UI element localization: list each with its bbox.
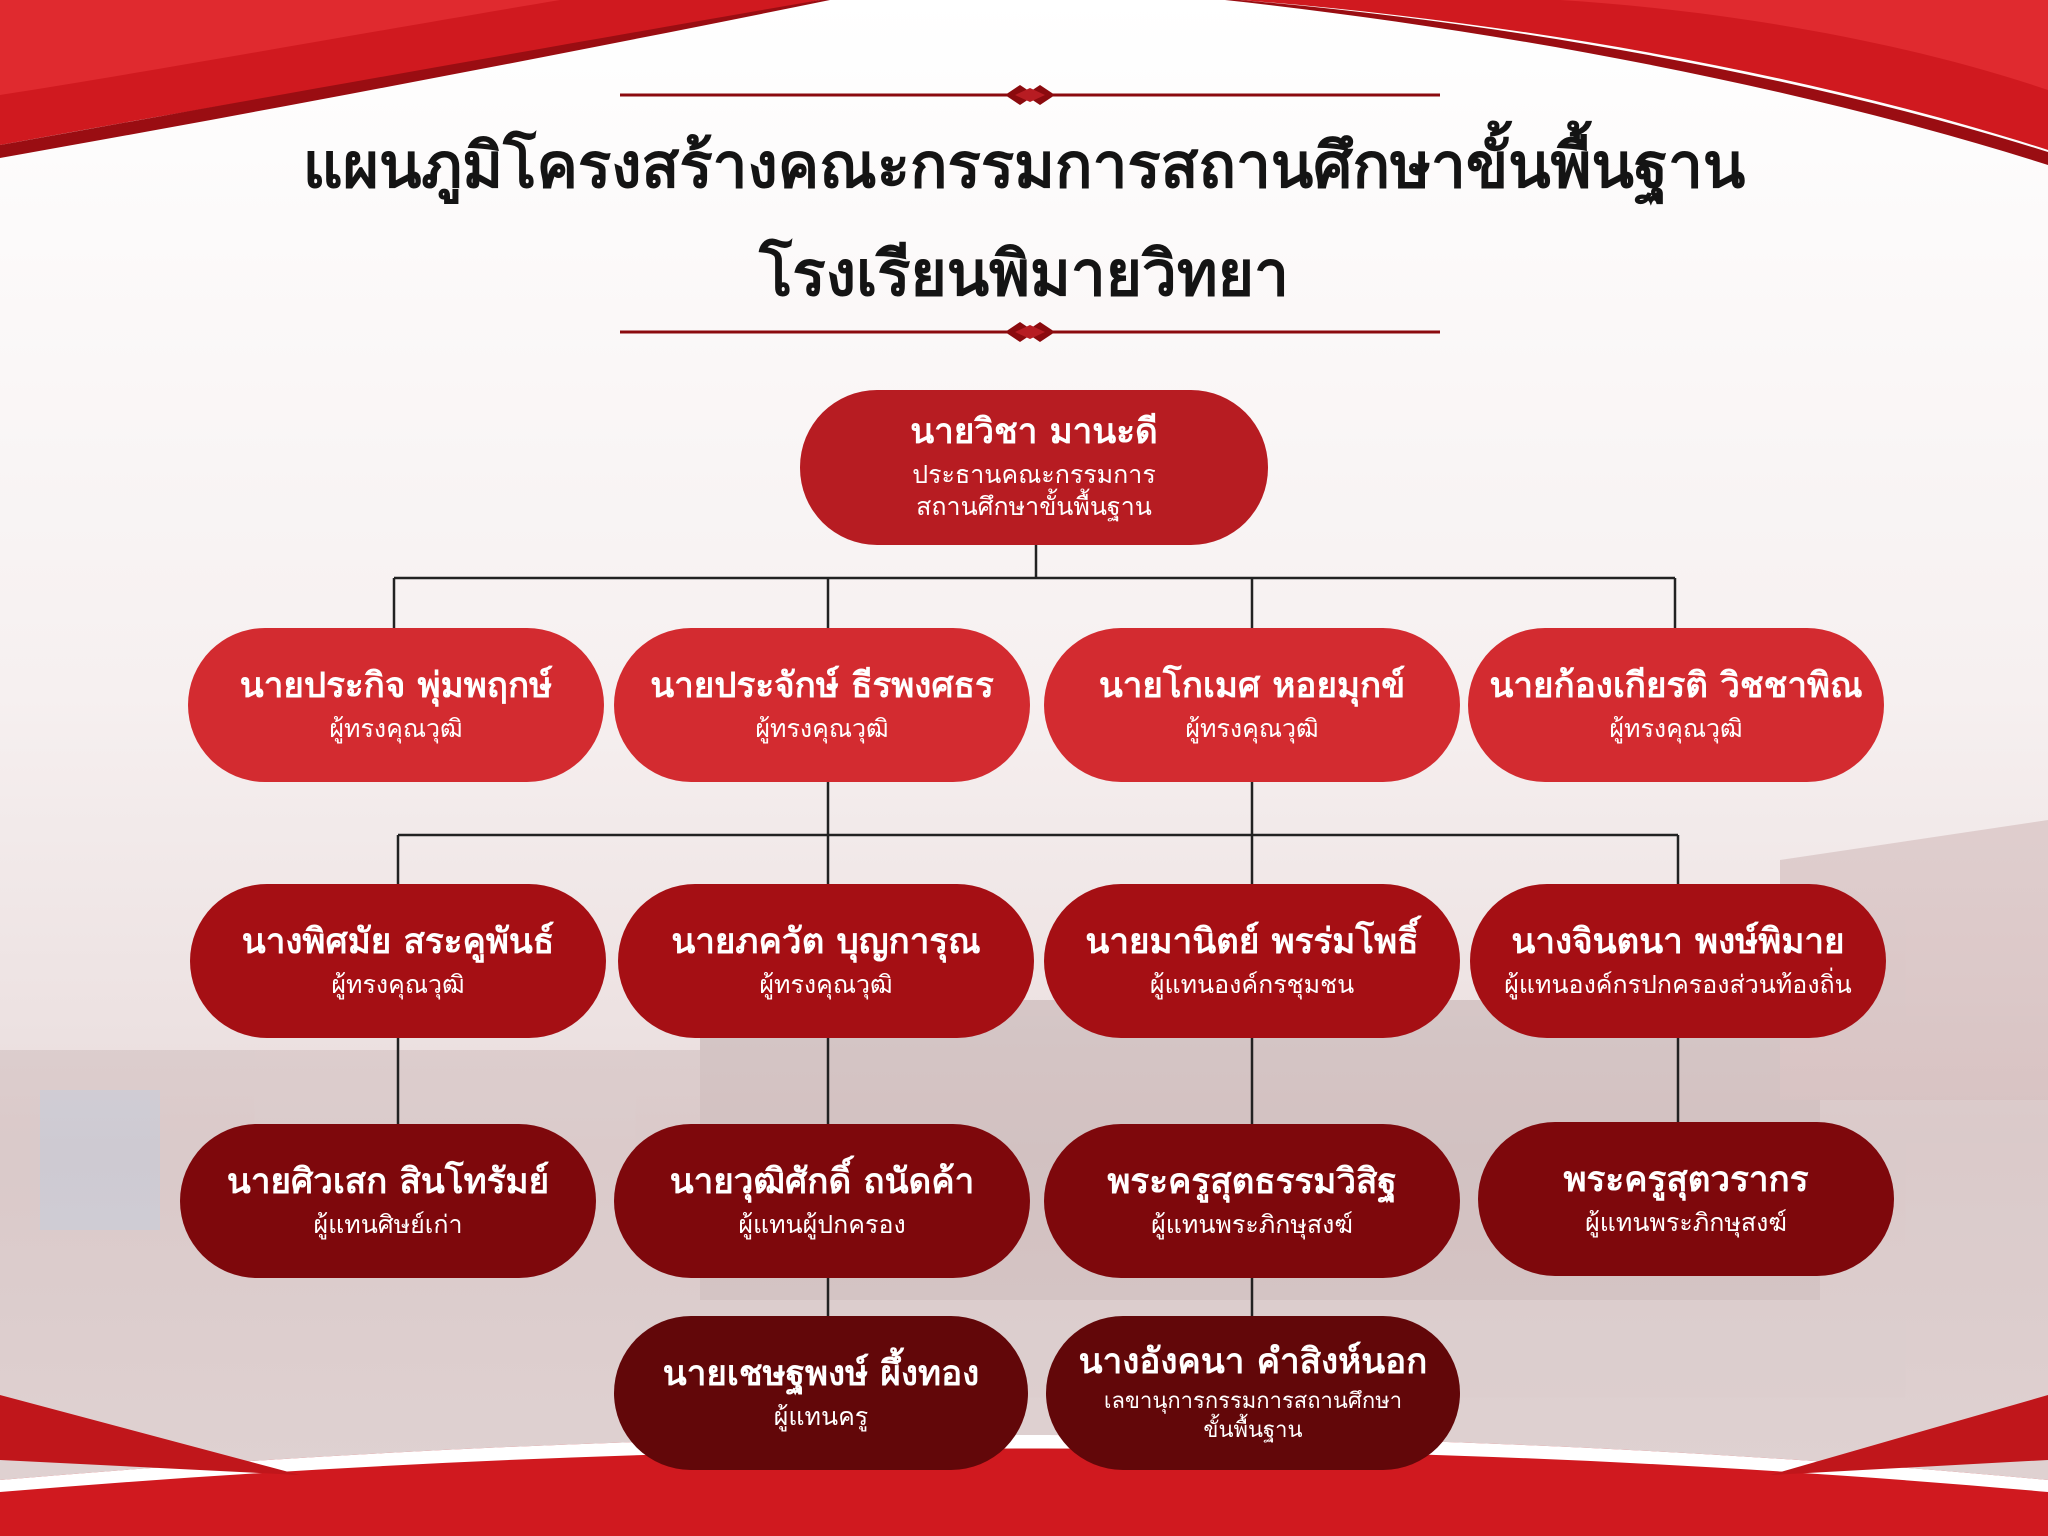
member-role: ผู้แทนผู้ปกครอง — [738, 1209, 906, 1239]
chart-title: แผนภูมิโครงสร้างคณะกรรมการสถานศึกษาขั้นพ… — [302, 129, 1746, 202]
member-box: นายวุฒิศักดิ์ ถนัดค้า ผู้แทนผู้ปกครอง — [614, 1124, 1030, 1278]
member-box: พระครูสุตธรรมวิสิฐ ผู้แทนพระภิกษุสงฆ์ — [1044, 1124, 1460, 1278]
member-role: ผู้แทนพระภิกษุสงฆ์ — [1151, 1209, 1353, 1239]
top-right-swoosh — [1240, 0, 2048, 150]
member-box: นางจินตนา พงษ์พิมาย ผู้แทนองค์กรปกครองส่… — [1470, 884, 1886, 1038]
member-role: ผู้แทนศิษย์เก่า — [313, 1209, 463, 1239]
bottom-swoosh — [0, 1435, 2048, 1536]
member-box: นายศิวเสก สินโทรัมย์ ผู้แทนศิษย์เก่า — [180, 1124, 596, 1278]
chart-subtitle: โรงเรียนพิมายวิทยา — [759, 237, 1289, 310]
chairman-box: นายวิชา มานะดี ประธานคณะกรรมการ สถานศึกษ… — [800, 390, 1268, 545]
member-box: นายภควัต บุญการุณ ผู้ทรงคุณวุฒิ — [618, 884, 1034, 1038]
member-name: พระครูสุตวรากร — [1563, 1159, 1809, 1200]
member-name: นายประจักษ์ ธีรพงศธร — [650, 665, 994, 706]
member-name: นางพิศมัย สระคูพันธ์ — [241, 921, 555, 962]
secretary-box: นางอังคนา คำสิงห์นอก เลขานุการกรรมการสถา… — [1046, 1316, 1460, 1470]
member-role: ผู้แทนพระภิกษุสงฆ์ — [1585, 1207, 1787, 1237]
member-box: นายโกเมศ หอยมุกข์ ผู้ทรงคุณวุฒิ — [1044, 628, 1460, 782]
secretary-role-line1: เลขานุการกรรมการสถานศึกษา — [1103, 1389, 1403, 1415]
member-name: นายประกิจ พุ่มพฤกษ์ — [239, 665, 553, 706]
member-role: ผู้ทรงคุณวุฒิ — [331, 969, 465, 999]
member-box: นายประกิจ พุ่มพฤกษ์ ผู้ทรงคุณวุฒิ — [188, 628, 604, 782]
member-box: นายเชษฐพงษ์ ผึ้งทอง ผู้แทนครู — [614, 1316, 1028, 1470]
member-role: ผู้แทนองค์กรปกครองส่วนท้องถิ่น — [1504, 969, 1852, 999]
member-box: พระครูสุตวรากร ผู้แทนพระภิกษุสงฆ์ — [1478, 1122, 1894, 1276]
member-role: ผู้แทนองค์กรชุมชน — [1149, 969, 1355, 999]
member-name: นางจินตนา พงษ์พิมาย — [1511, 921, 1845, 962]
secretary-role-line2: ขั้นพื้นฐาน — [1203, 1417, 1303, 1443]
member-role: ผู้แทนครู — [773, 1401, 869, 1431]
member-role: ผู้ทรงคุณวุฒิ — [1609, 713, 1743, 743]
chairman-name: นายวิชา มานะดี — [910, 412, 1158, 453]
member-name: นายโกเมศ หอยมุกข์ — [1098, 665, 1406, 706]
member-name: นายวุฒิศักดิ์ ถนัดค้า — [669, 1161, 975, 1202]
title-ornament-bottom — [620, 322, 1440, 342]
member-role: ผู้ทรงคุณวุฒิ — [1185, 713, 1319, 743]
member-name: นายมานิตย์ พรร่มโพธิ์ — [1085, 921, 1419, 962]
secretary-name: นางอังคนา คำสิงห์นอก — [1078, 1341, 1428, 1382]
member-role: ผู้ทรงคุณวุฒิ — [755, 713, 889, 743]
chairman-role-line2: สถานศึกษาขั้นพื้นฐาน — [916, 492, 1152, 522]
title-ornament-top — [620, 85, 1440, 105]
member-name: นายเชษฐพงษ์ ผึ้งทอง — [662, 1353, 980, 1394]
member-name: นายภควัต บุญการุณ — [671, 921, 981, 962]
member-box: นายประจักษ์ ธีรพงศธร ผู้ทรงคุณวุฒิ — [614, 628, 1030, 782]
member-box: นายมานิตย์ พรร่มโพธิ์ ผู้แทนองค์กรชุมชน — [1044, 884, 1460, 1038]
member-box: นางพิศมัย สระคูพันธ์ ผู้ทรงคุณวุฒิ — [190, 884, 606, 1038]
chairman-role-line1: ประธานคณะกรรมการ — [912, 459, 1156, 489]
member-name: นายก้องเกียรติ วิชชาพิณ — [1489, 665, 1863, 706]
member-box: นายก้องเกียรติ วิชชาพิณ ผู้ทรงคุณวุฒิ — [1468, 628, 1884, 782]
member-name: นายศิวเสก สินโทรัมย์ — [226, 1161, 550, 1202]
member-name: พระครูสุตธรรมวิสิฐ — [1107, 1161, 1397, 1202]
member-role: ผู้ทรงคุณวุฒิ — [329, 713, 463, 743]
member-role: ผู้ทรงคุณวุฒิ — [759, 969, 893, 999]
